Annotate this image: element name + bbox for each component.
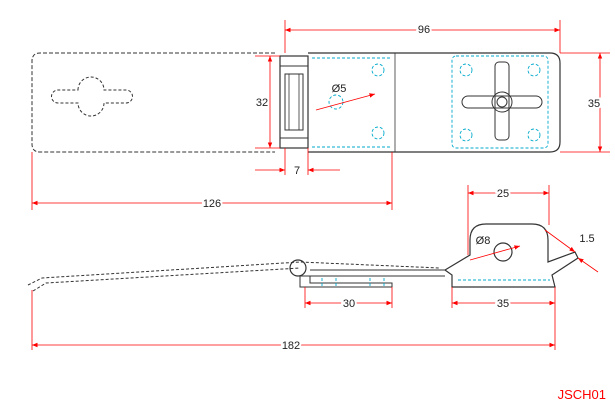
hinge-barrel	[279, 55, 309, 149]
dim-hole-diameter: Ø5	[332, 83, 347, 95]
hasp-arm	[27, 261, 441, 286]
top-view	[31, 52, 561, 153]
hinge-knuckle-inner	[284, 73, 304, 131]
dim-top-length: 96	[418, 24, 430, 36]
staple-plate-outline	[308, 52, 561, 153]
dim-height-right: 35	[588, 98, 600, 110]
base-plate-side	[299, 275, 393, 288]
drawing-code: JSCH01	[558, 387, 606, 402]
dim-hasp-length: 126	[203, 198, 221, 210]
dim-staple-hole: Ø8	[476, 235, 491, 247]
dim-thickness: 1.5	[579, 233, 594, 245]
dim-base-length: 35	[497, 298, 509, 310]
staple-top	[461, 61, 543, 141]
dimension-lines	[31, 20, 610, 350]
keyhole-slot	[51, 76, 133, 117]
dim-slot-length: 30	[343, 298, 355, 310]
dim-hinge-width: 7	[294, 165, 300, 177]
hinge-pivot	[289, 259, 307, 277]
hasp-plate-outline	[31, 52, 275, 153]
dim-staple-width: 25	[497, 188, 509, 200]
dim-overall-length: 182	[282, 340, 300, 352]
side-view	[27, 223, 579, 292]
staple-hole	[493, 242, 513, 262]
hidden-features	[312, 55, 549, 149]
dimension-labels: 96 35 32 Ø5 7 126 25 Ø8 1.5 30 35 182	[201, 22, 602, 354]
staple-side	[443, 223, 579, 288]
dim-hinge-height: 32	[256, 97, 268, 109]
